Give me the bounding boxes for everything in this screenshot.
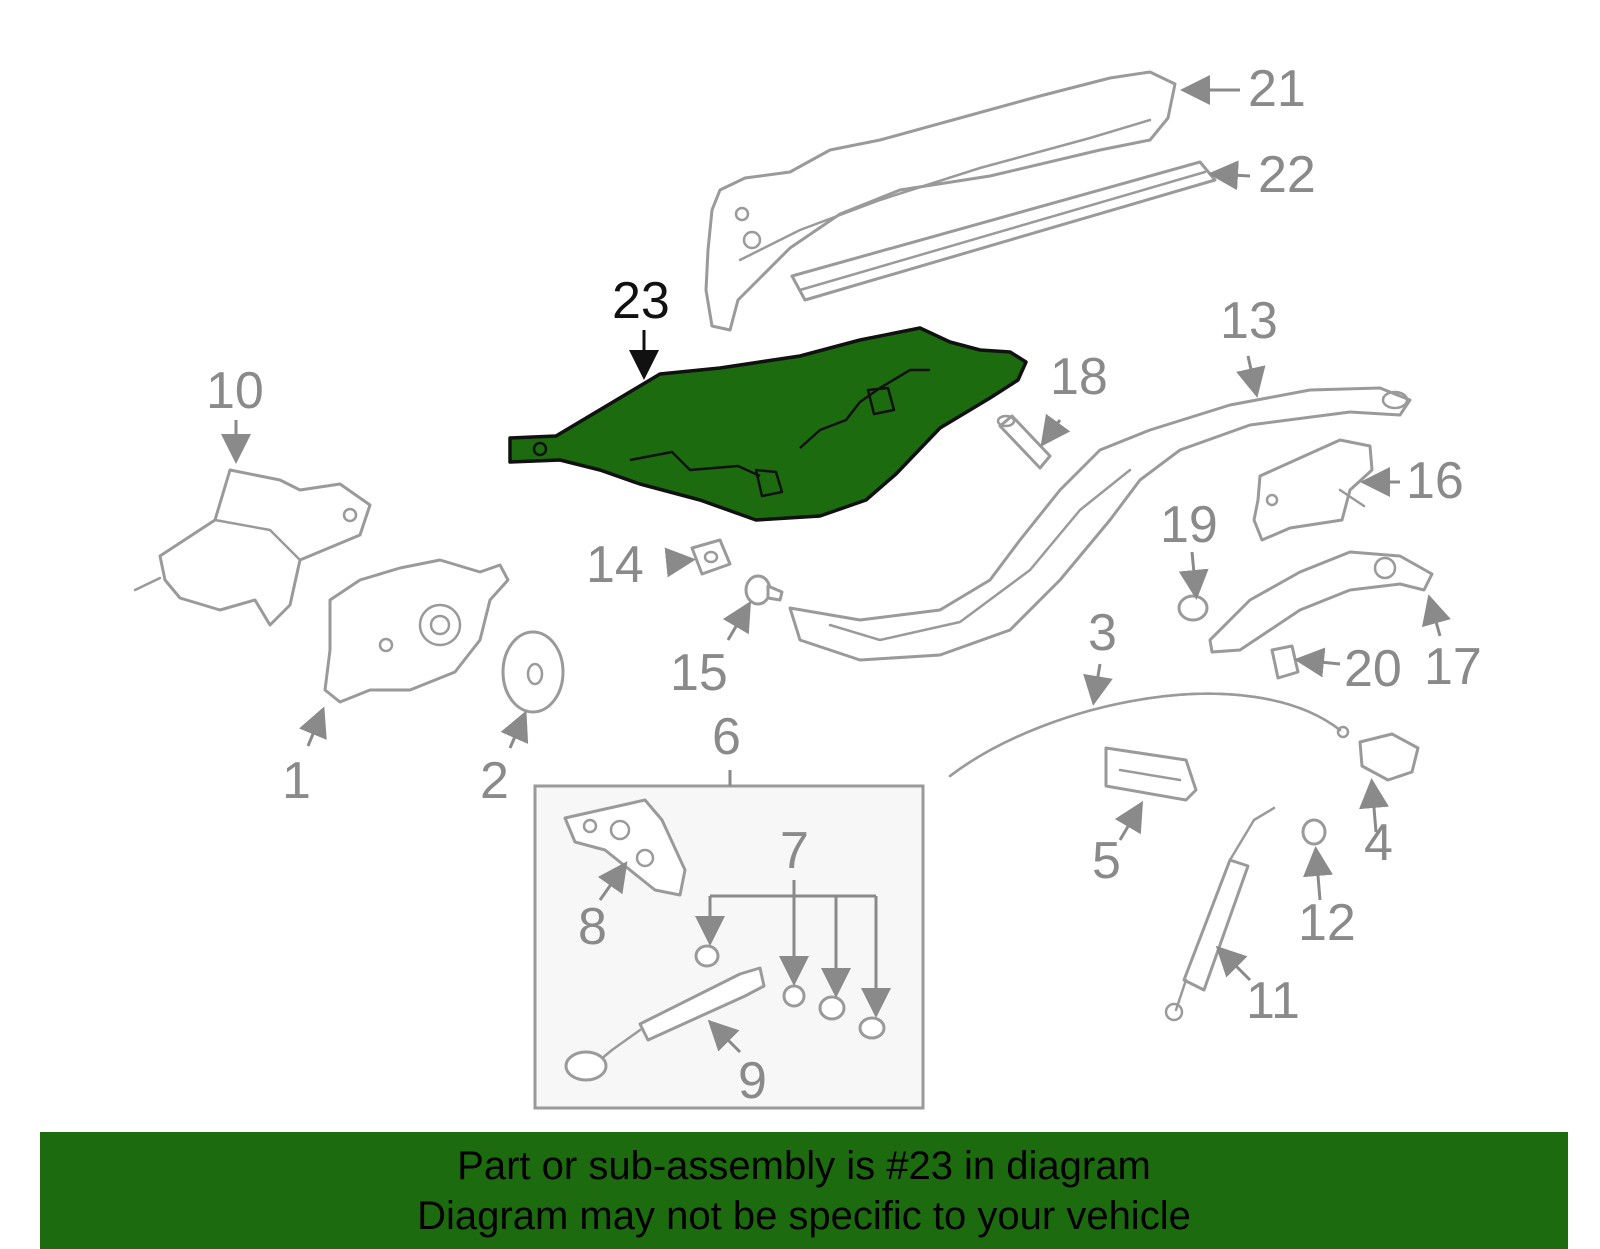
callout-18: 18 bbox=[1050, 348, 1108, 406]
callout-23: 23 bbox=[612, 272, 670, 330]
part-14-clip bbox=[690, 538, 732, 576]
callout-13: 13 bbox=[1220, 292, 1278, 350]
callout-6: 6 bbox=[712, 708, 741, 766]
callout-12: 12 bbox=[1298, 894, 1356, 952]
part-23-highlighted-panel bbox=[508, 326, 1028, 522]
part-21-rail bbox=[704, 70, 1177, 332]
part-12-nut bbox=[1301, 818, 1327, 846]
callout-9: 9 bbox=[738, 1052, 767, 1110]
callout-labels: 21 22 23 13 18 10 16 19 14 15 17 20 3 4 … bbox=[206, 60, 1482, 1110]
part-11-gas-strut bbox=[1164, 806, 1276, 1022]
footer-line-1: Part or sub-assembly is #23 in diagram bbox=[457, 1143, 1151, 1188]
callout-17: 17 bbox=[1424, 638, 1482, 696]
part-15-pin bbox=[744, 574, 784, 606]
part-16-hinge-bracket bbox=[1252, 438, 1374, 542]
callout-1: 1 bbox=[282, 752, 311, 810]
part-3-cable bbox=[948, 692, 1350, 778]
callout-20: 20 bbox=[1344, 640, 1402, 698]
part-5-module bbox=[1104, 746, 1198, 802]
part-10-bracket bbox=[133, 468, 372, 627]
callout-16: 16 bbox=[1406, 452, 1464, 510]
part-6-kit-box bbox=[533, 784, 925, 1110]
callout-21: 21 bbox=[1248, 60, 1306, 118]
callout-10: 10 bbox=[206, 362, 264, 420]
footer-line-2: Diagram may not be specific to your vehi… bbox=[417, 1193, 1191, 1238]
callout-22: 22 bbox=[1258, 146, 1316, 204]
footer-banner: Part or sub-assembly is #23 in diagram D… bbox=[40, 1132, 1568, 1249]
callout-14: 14 bbox=[586, 536, 644, 594]
part-4-latch bbox=[1358, 732, 1420, 782]
callout-19: 19 bbox=[1160, 496, 1218, 554]
callout-2: 2 bbox=[480, 752, 509, 810]
part-13-link-arm bbox=[788, 386, 1412, 662]
callout-3: 3 bbox=[1088, 604, 1117, 662]
callout-4: 4 bbox=[1364, 814, 1393, 872]
callout-8: 8 bbox=[578, 898, 607, 956]
leader-lines bbox=[221, 75, 1451, 1054]
callout-15: 15 bbox=[670, 644, 728, 702]
callout-5: 5 bbox=[1092, 832, 1121, 890]
part-19-nut bbox=[1177, 594, 1209, 622]
callout-11: 11 bbox=[1246, 972, 1300, 1030]
part-20-clip bbox=[1270, 644, 1300, 680]
part-1-actuator bbox=[323, 558, 510, 704]
part-17-arm bbox=[1208, 550, 1434, 654]
callout-7: 7 bbox=[780, 822, 809, 880]
part-18-bushing bbox=[996, 414, 1052, 470]
part-2-washer bbox=[501, 630, 565, 714]
